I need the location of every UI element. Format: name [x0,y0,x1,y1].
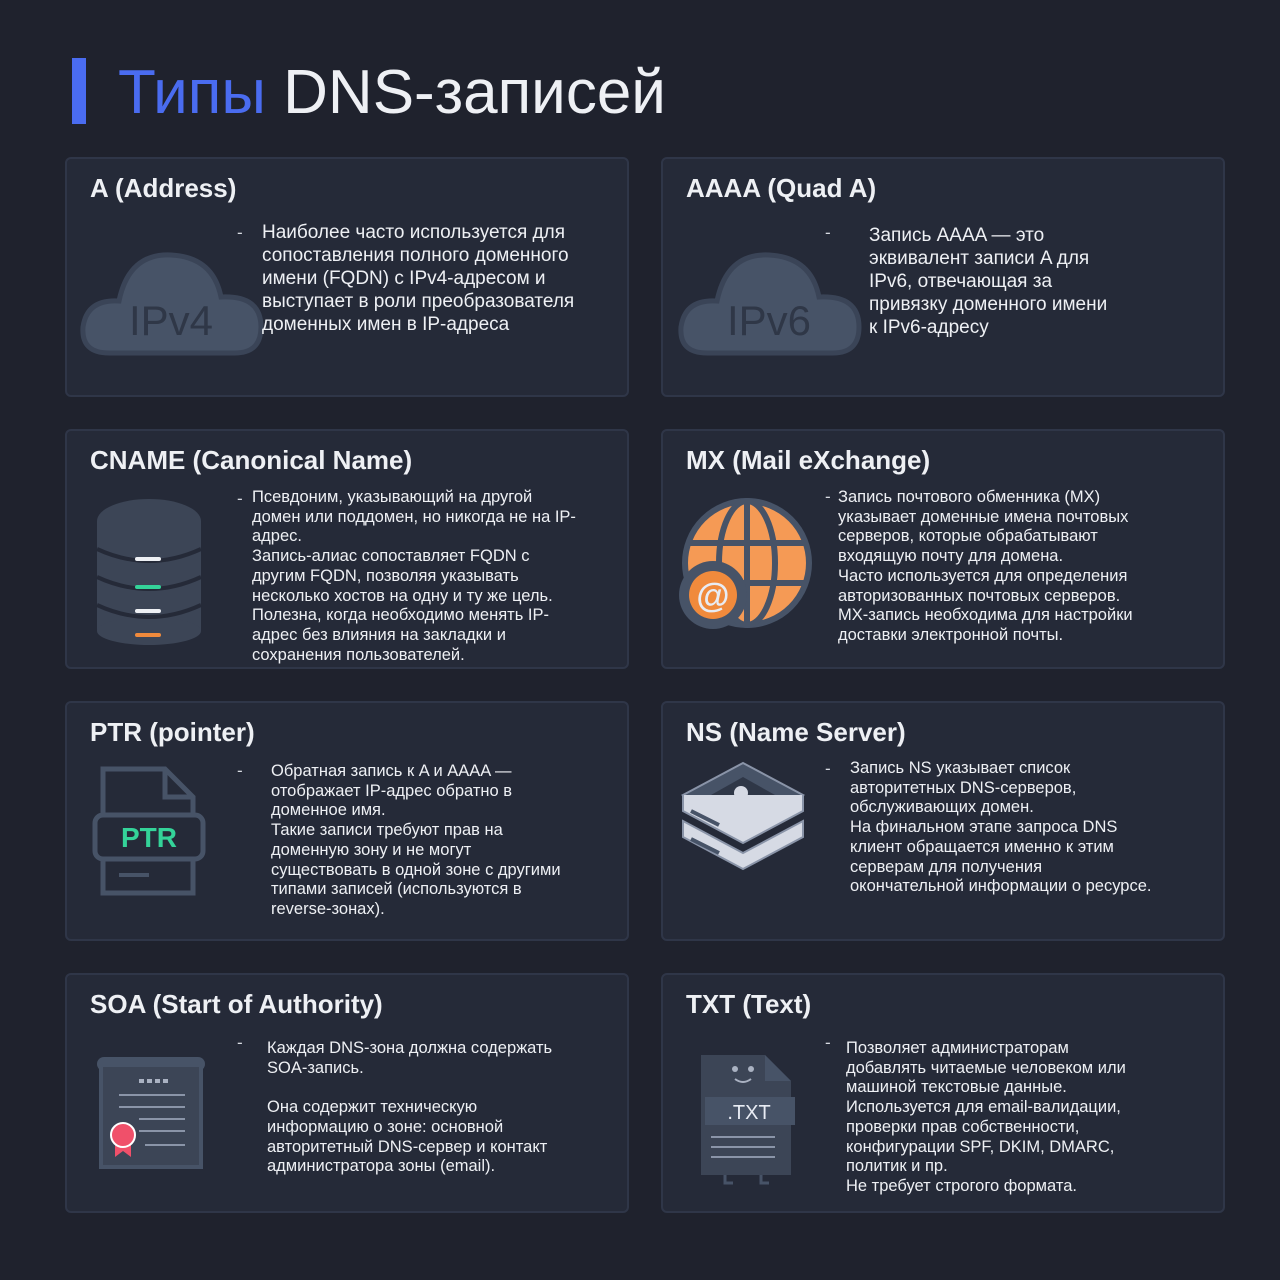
card-cname-record: CNAME (Canonical Name) - Псевдоним, указ… [65,429,629,669]
bullet-dash: - [825,223,831,242]
card-description: Запись AAAA — это эквивалент записи A дл… [869,225,1108,338]
card-title: TXT (Text) [686,989,812,1019]
card-ns-record: NS (Name Server) - Запись NS указывает с… [661,701,1225,941]
globe-mail-icon: @ [679,498,812,629]
card-a-record: A (Address) IPv4 - Наиболее часто исполь… [65,157,629,397]
card-description: Обратная запись к A и AAAA — отображает … [271,762,561,918]
card-description: Запись NS указывает список авторитетных … [850,759,1152,896]
card-description: Псевдоним, указывающий на другой домен и… [252,488,576,664]
bullet-dash: - [825,759,831,778]
title-accent: Типы [118,58,266,127]
icon-label: IPv6 [727,297,811,344]
bullet-dash: - [825,487,831,506]
ptr-file-icon: PTR [92,766,206,896]
card-title: SOA (Start of Authority) [90,989,383,1019]
bullet-dash: - [237,1033,243,1052]
title-rest: DNS-записей [283,58,666,127]
cloud-ipv6-icon: IPv6 [678,252,862,356]
certificate-icon [97,1057,205,1169]
bullet-dash: - [237,761,243,780]
card-soa-record: SOA (Start of Authority) - Каждая DNS-зо… [65,973,629,1213]
icon-label: IPv4 [129,297,213,344]
server-stack-icon [680,761,806,871]
card-title: NS (Name Server) [686,717,906,747]
card-aaaa-record: AAAA (Quad A) IPv6 - Запись AAAA — это э… [661,157,1225,397]
card-txt-record: TXT (Text) .TXT - Позволяет администрато… [661,973,1225,1213]
card-ptr-record: PTR (pointer) PTR - Обратная запись к A … [65,701,629,941]
card-title: PTR (pointer) [90,717,255,747]
card-description: Наиболее часто используется для сопостав… [262,222,575,335]
card-mx-record: MX (Mail eXchange) @ - Запись почтового … [661,429,1225,669]
icon-label: .TXT [727,1102,770,1124]
cloud-ipv4-icon: IPv4 [80,252,264,356]
bullet-dash: - [237,223,243,242]
card-description: Запись почтового обменника (MX) указывае… [838,488,1133,644]
card-title: A (Address) [90,173,237,203]
bullet-dash: - [237,489,243,508]
database-icon [96,499,202,645]
svg-text:@: @ [696,577,729,615]
card-description: Позволяет администраторам добавлять чита… [846,1039,1126,1195]
card-title: AAAA (Quad A) [686,173,877,203]
title-accent-bar [72,58,86,124]
card-title: CNAME (Canonical Name) [90,445,413,475]
card-description: Каждая DNS-зона должна содержать SOA-зап… [267,1039,553,1176]
icon-label: PTR [121,822,177,853]
card-title: MX (Mail eXchange) [686,445,931,475]
page-title: Типы DNS-записей [118,56,666,130]
bullet-dash: - [825,1033,831,1052]
txt-file-icon: .TXT [701,1055,795,1185]
